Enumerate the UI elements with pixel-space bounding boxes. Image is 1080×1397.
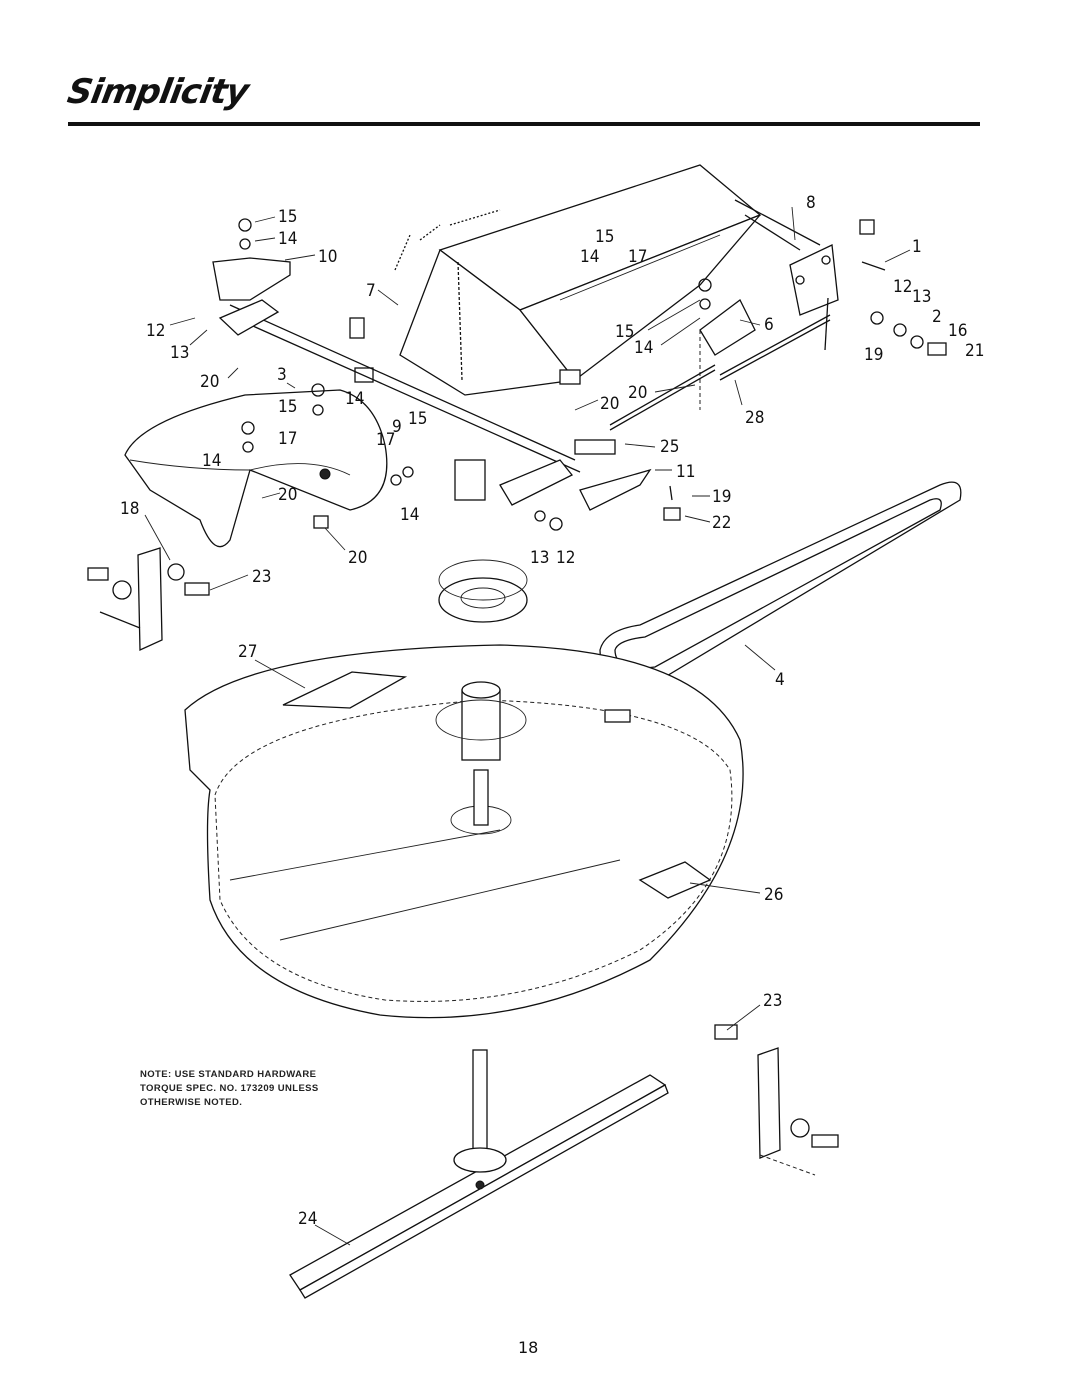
callout-14: 14 bbox=[634, 338, 653, 358]
callout-13: 13 bbox=[530, 548, 549, 568]
callout-15: 15 bbox=[278, 397, 297, 417]
callout-22: 22 bbox=[712, 513, 731, 533]
callout-20: 20 bbox=[278, 485, 297, 505]
callout-25: 25 bbox=[660, 437, 679, 457]
callout-15: 15 bbox=[408, 409, 427, 429]
lift-frame bbox=[354, 164, 762, 396]
callout-26: 26 bbox=[764, 885, 783, 905]
blade bbox=[289, 1049, 669, 1299]
right-hanger bbox=[714, 1024, 839, 1176]
callout-labels: 15 14 10 7 12 13 20 3 15 14 17 14 15 14 … bbox=[120, 193, 984, 1229]
spindle bbox=[435, 681, 527, 835]
callout-17: 17 bbox=[628, 247, 647, 267]
callout-6: 6 bbox=[764, 315, 774, 335]
right-bracket bbox=[734, 199, 947, 356]
callout-15: 15 bbox=[595, 227, 614, 247]
callout-13: 13 bbox=[912, 287, 931, 307]
hardware-note: NOTE: USE STANDARD HARDWARE TORQUE SPEC.… bbox=[140, 1068, 460, 1110]
callout-14: 14 bbox=[345, 389, 364, 409]
callout-14: 14 bbox=[278, 229, 297, 249]
rod-assembly bbox=[609, 314, 831, 431]
callout-8: 8 bbox=[806, 193, 816, 213]
callout-28: 28 bbox=[745, 408, 764, 428]
callout-12: 12 bbox=[146, 321, 165, 341]
callout-20: 20 bbox=[628, 383, 647, 403]
callout-20: 20 bbox=[200, 372, 219, 392]
callout-16: 16 bbox=[948, 321, 967, 341]
callout-17: 17 bbox=[376, 430, 395, 450]
belt-guard bbox=[124, 383, 388, 548]
callout-23: 23 bbox=[763, 991, 782, 1011]
callout-13: 13 bbox=[170, 343, 189, 363]
callout-23: 23 bbox=[252, 567, 271, 587]
callout-14: 14 bbox=[580, 247, 599, 267]
page-number: 18 bbox=[518, 1338, 539, 1357]
note-line: OTHERWISE NOTED. bbox=[140, 1097, 243, 1108]
callout-15: 15 bbox=[278, 207, 297, 227]
header-rule bbox=[68, 122, 980, 126]
note-line: TORQUE SPEC. NO. 173209 UNLESS bbox=[140, 1083, 319, 1094]
callout-4: 4 bbox=[775, 670, 785, 690]
callout-20: 20 bbox=[348, 548, 367, 568]
callout-20: 20 bbox=[600, 394, 619, 414]
idler-arm bbox=[313, 439, 681, 531]
callout-27: 27 bbox=[238, 642, 257, 662]
callout-17: 17 bbox=[278, 429, 297, 449]
callout-1: 1 bbox=[912, 237, 922, 257]
callout-3: 3 bbox=[277, 365, 287, 385]
callout-15: 15 bbox=[615, 322, 634, 342]
cross-shaft bbox=[229, 304, 581, 473]
callout-11: 11 bbox=[676, 462, 695, 482]
pivot-bracket bbox=[698, 278, 756, 410]
callout-19: 19 bbox=[864, 345, 883, 365]
callout-7: 7 bbox=[366, 281, 376, 301]
spring bbox=[394, 209, 501, 381]
callout-14: 14 bbox=[400, 505, 419, 525]
callout-14: 14 bbox=[202, 451, 221, 471]
callout-12: 12 bbox=[556, 548, 575, 568]
callout-2: 2 bbox=[932, 307, 942, 327]
drive-belt bbox=[599, 481, 962, 683]
callout-12: 12 bbox=[893, 277, 912, 297]
left-bracket bbox=[212, 218, 291, 336]
callout-21: 21 bbox=[965, 341, 984, 361]
callout-19: 19 bbox=[712, 487, 731, 507]
left-hanger bbox=[87, 547, 210, 651]
pulley bbox=[438, 559, 528, 623]
note-line: NOTE: USE STANDARD HARDWARE bbox=[140, 1069, 317, 1080]
callout-18: 18 bbox=[120, 499, 139, 519]
callout-9: 9 bbox=[392, 417, 402, 437]
leader-lines bbox=[144, 206, 911, 1246]
callout-24: 24 bbox=[298, 1209, 317, 1229]
callout-10: 10 bbox=[318, 247, 337, 267]
